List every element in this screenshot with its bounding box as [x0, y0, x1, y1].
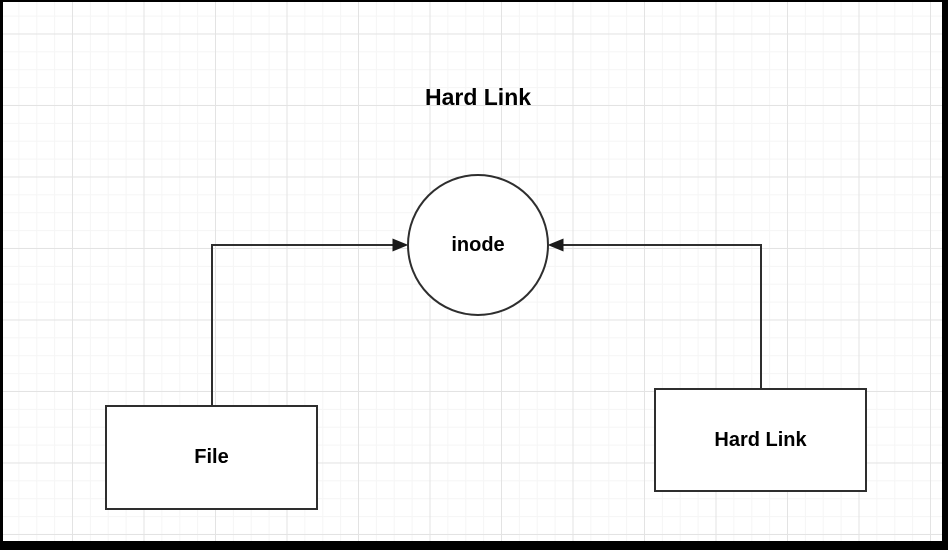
node-hard-link-label: Hard Link	[714, 428, 807, 451]
frame-border-left	[0, 0, 3, 550]
frame-border-top	[0, 0, 948, 2]
node-inode-label: inode	[451, 233, 505, 256]
edge-hardlink-to-inode	[561, 244, 762, 388]
node-file: File	[105, 405, 318, 510]
node-inode: inode	[407, 174, 549, 316]
frame-border-right	[942, 0, 948, 550]
arrowhead-hardlink-to-inode	[547, 238, 564, 252]
edge-file-to-inode	[211, 244, 395, 405]
node-file-label: File	[194, 446, 229, 468]
frame-border-bottom	[0, 541, 948, 550]
node-hard-link: Hard Link	[654, 388, 867, 492]
arrowhead-file-to-inode	[392, 238, 409, 252]
diagram-title: Hard Link	[424, 84, 532, 110]
